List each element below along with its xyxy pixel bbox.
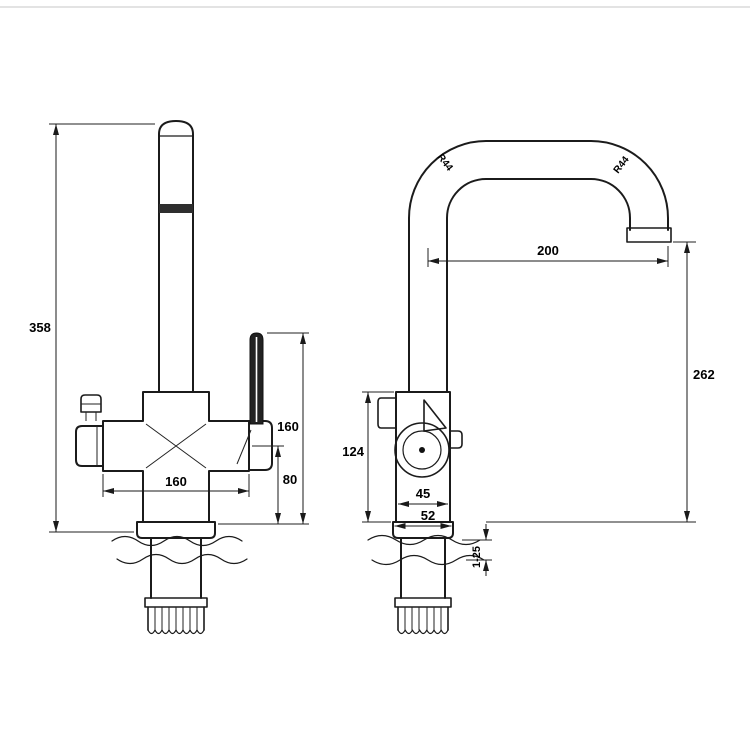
left-valve-body	[75, 425, 104, 467]
deck-break-line-upper	[111, 535, 243, 547]
ext-lines-262	[486, 241, 696, 523]
dial-lever-flag	[423, 399, 447, 432]
side-deck-break-upper	[367, 534, 481, 546]
dim-label-radius-right: R44	[612, 154, 632, 176]
side-view	[367, 140, 672, 635]
body-cross-outline	[102, 391, 250, 523]
dim-label-total-height: 358	[29, 320, 51, 335]
side-shank-outline	[400, 537, 446, 599]
dim-label-lever-height: 160	[277, 419, 299, 434]
dim-label-center-to-deck: 80	[283, 472, 297, 487]
left-knob-stem	[81, 403, 101, 421]
mount-nut-scallops	[147, 629, 205, 635]
spout-inner-outline	[446, 178, 631, 393]
dim-label-deck-range: 1-25	[471, 546, 483, 568]
side-left-stub	[377, 397, 397, 429]
spout-outer-outline	[408, 140, 669, 393]
dim-label-body-width: 45	[416, 486, 430, 501]
front-view-dimensions: 358 160 80 160	[29, 123, 309, 533]
side-base-flange	[392, 521, 454, 539]
base-flange	[136, 521, 216, 539]
left-knob	[80, 394, 102, 413]
dial-center-dot	[419, 447, 425, 453]
lever-linkage-line	[236, 429, 252, 465]
side-mount-nut-sides	[397, 606, 449, 631]
side-deck-break-lower	[371, 554, 485, 566]
side-shank-washer	[394, 597, 452, 608]
ext-lines-358	[49, 123, 155, 533]
deck-break-line-lower	[116, 553, 248, 565]
spout-pipe-outline	[158, 120, 194, 393]
dim-label-reach: 200	[537, 243, 559, 258]
dim-label-radius-left: R44	[435, 152, 455, 174]
front-view	[75, 120, 273, 635]
side-mount-nut-scallops	[397, 629, 449, 635]
dim-label-outlet-height: 262	[693, 367, 715, 382]
dim-label-handle-span: 160	[165, 474, 187, 489]
shank-washer	[144, 597, 208, 608]
dim-label-body-height: 124	[342, 444, 364, 459]
mount-nut-sides	[147, 606, 205, 631]
body-hatch-lines	[145, 423, 207, 469]
side-view-dimensions: R44 R44 200 262 124 45 52 1-25	[342, 152, 715, 576]
dim-label-base-width: 52	[421, 508, 435, 523]
mount-nut-ribs	[154, 607, 198, 630]
dial-inner-circle	[402, 430, 442, 470]
shank-outline	[150, 537, 202, 599]
side-mount-nut-ribs	[404, 607, 442, 630]
dial-outer-circle	[394, 422, 450, 478]
side-right-stub	[449, 430, 463, 449]
spout-aerator	[626, 227, 672, 243]
spout-joint-band	[159, 204, 193, 213]
